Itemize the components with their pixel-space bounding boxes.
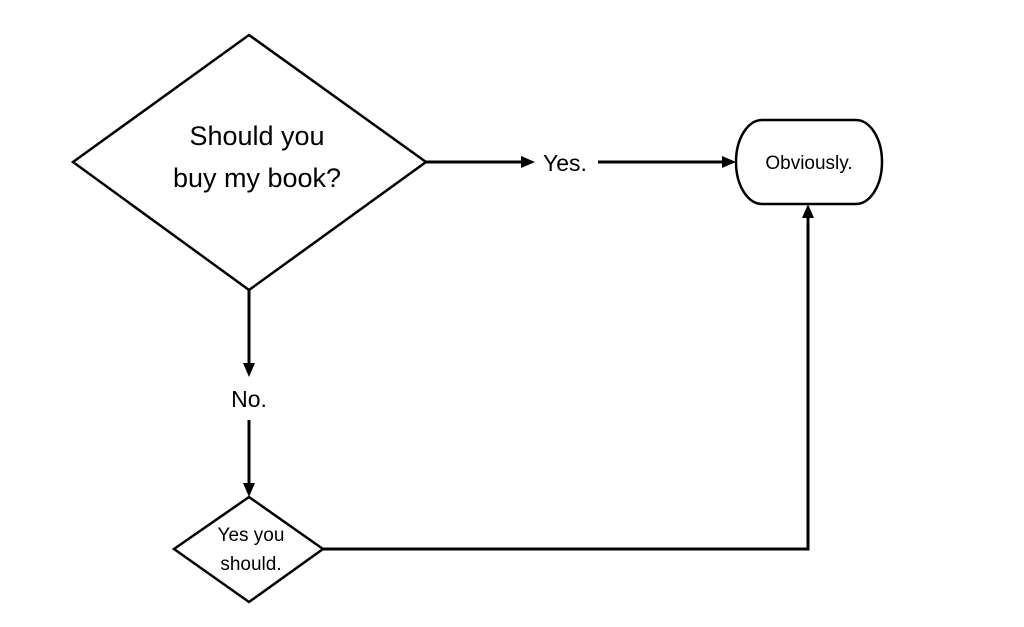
edge-elbow-line [323, 217, 810, 551]
no-branch-label: No. [231, 386, 267, 412]
obviously-terminal-node: Obviously. [734, 118, 884, 206]
question-text-line2: buy my book? [173, 163, 341, 193]
yes-you-should-decision-node: Yes you should. [171, 495, 326, 604]
yes-you-should-diamond-shape [171, 495, 326, 604]
obviously-rounded-shape [734, 118, 884, 206]
yes-branch-label: Yes. [543, 150, 587, 176]
edge-no-to-yes-you-should [243, 420, 255, 497]
question-text-line1: Should you [189, 121, 324, 151]
arrowhead-icon [521, 156, 535, 168]
yes-you-should-text-line2: should. [220, 554, 281, 575]
arrowhead-icon [243, 363, 255, 377]
edge-yes-you-should-to-obviously [323, 204, 814, 551]
obviously-text: Obviously. [765, 153, 852, 174]
edge-question-to-yes [426, 156, 535, 168]
edge-question-to-no [243, 290, 255, 377]
arrowhead-icon [243, 483, 255, 497]
yes-you-should-text-line1: Yes you [218, 525, 285, 546]
arrowhead-icon [722, 156, 736, 168]
arrowhead-icon [802, 204, 814, 218]
edge-yes-to-obviously [598, 156, 736, 168]
question-decision-node: Should you buy my book? [70, 33, 429, 292]
